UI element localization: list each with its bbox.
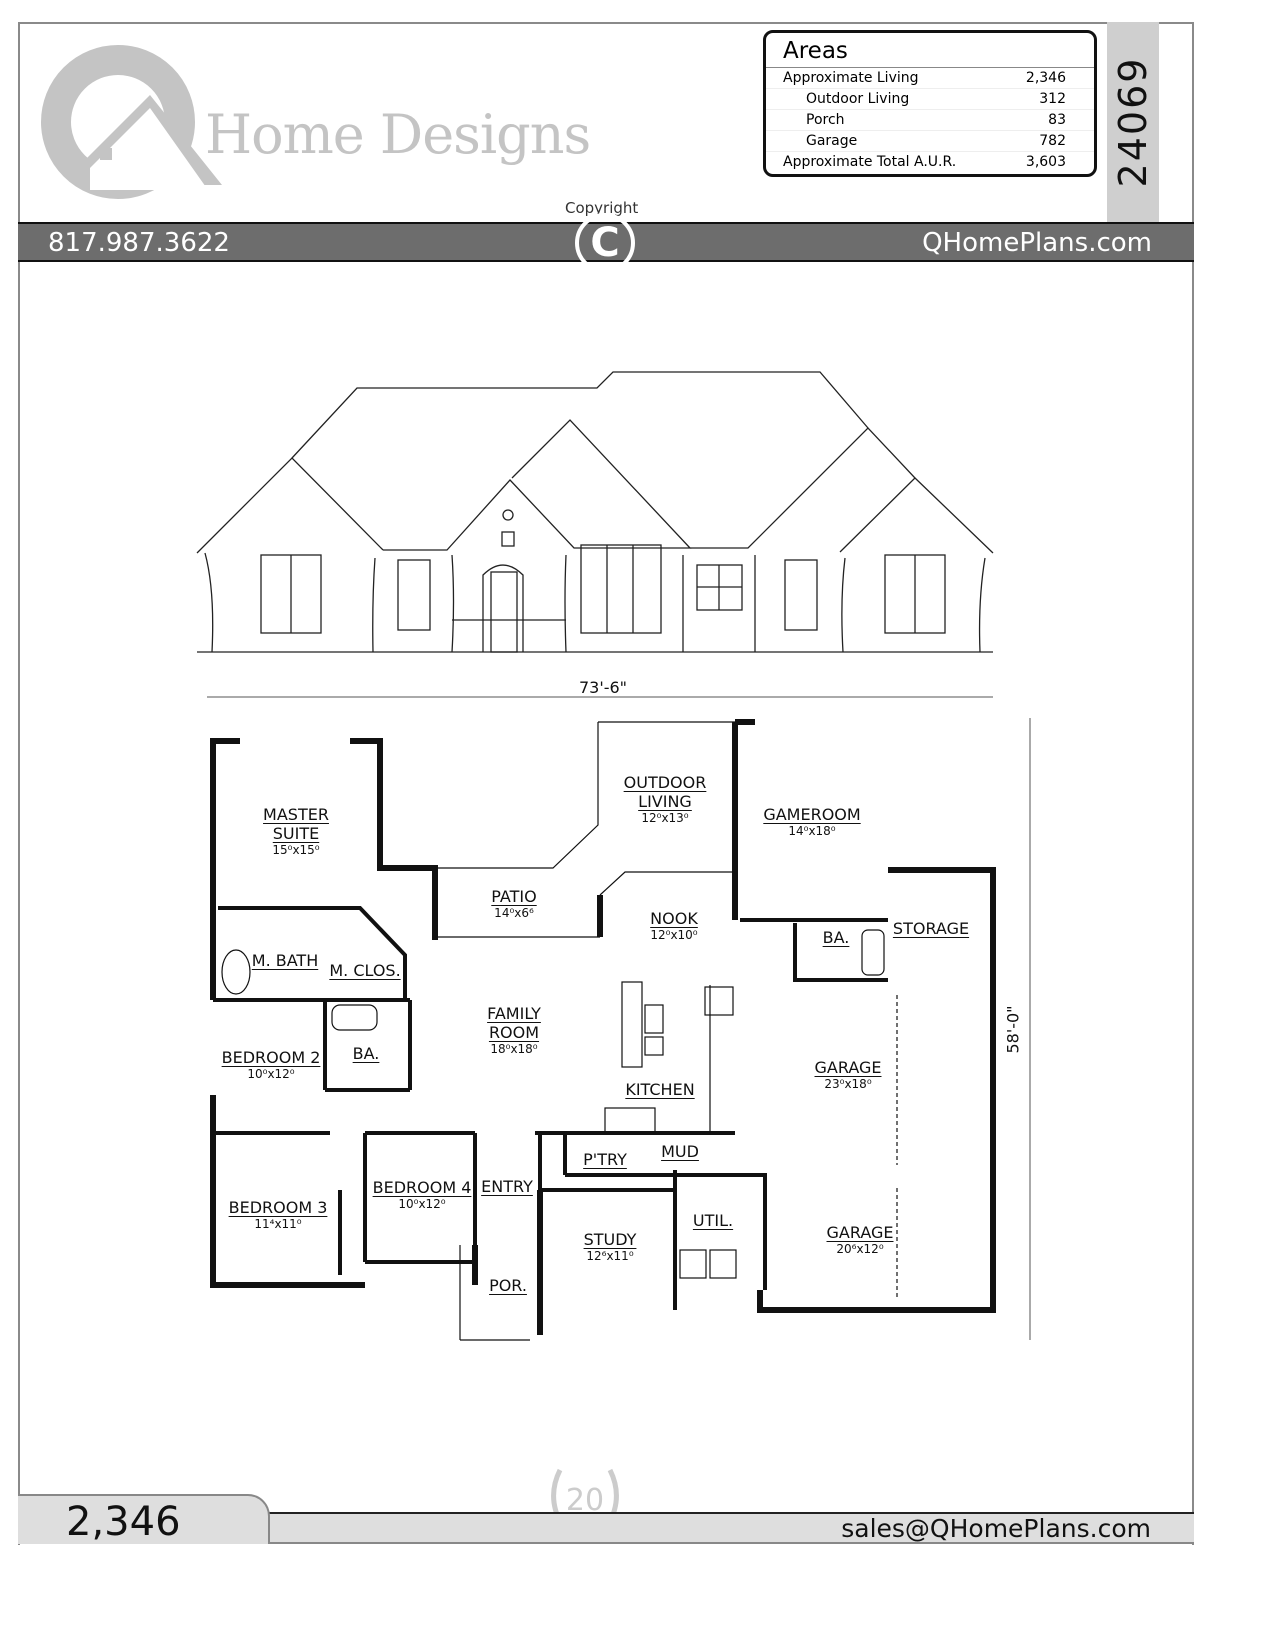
sink xyxy=(644,1004,664,1034)
exterior-walls xyxy=(210,719,996,1335)
room-name: BEDROOM 3 xyxy=(228,1198,328,1217)
room-name: OUTDOOR LIVING xyxy=(623,773,707,811)
room-name: NOOK xyxy=(650,909,698,928)
plan-number-strip: 24069 xyxy=(1107,22,1159,222)
room-name: POR. xyxy=(489,1276,527,1295)
room-size: 15⁰x15⁰ xyxy=(272,843,320,857)
room-label: KITCHEN xyxy=(625,1080,694,1099)
room-label: STORAGE xyxy=(893,919,969,938)
washer xyxy=(679,1249,707,1279)
room-size: 23⁰x18⁰ xyxy=(824,1077,872,1091)
room-name: MASTER SUITE xyxy=(263,805,329,843)
bathtub xyxy=(861,929,885,976)
room-label: BA. xyxy=(823,928,850,947)
room-label: UTIL. xyxy=(693,1211,733,1230)
fridge xyxy=(704,986,734,1016)
page-frame xyxy=(18,22,1194,1545)
areas-title: Areas xyxy=(766,33,1094,68)
room-size: 12⁰x10⁰ xyxy=(650,928,698,942)
room-label: BA. xyxy=(353,1044,380,1063)
dryer xyxy=(709,1249,737,1279)
q-logo-icon xyxy=(41,45,222,199)
room-label: P'TRY xyxy=(583,1150,627,1169)
room-size: 18⁰x18⁰ xyxy=(490,1042,538,1056)
room-size: 10⁰x12⁰ xyxy=(247,1067,295,1081)
room-name: BEDROOM 4 xyxy=(372,1178,472,1197)
depth-dimension: 58'-0" xyxy=(1003,1005,1023,1054)
room-label: ENTRY xyxy=(481,1177,533,1196)
room-label: M. CLOS. xyxy=(329,961,400,980)
room-name: GARAGE xyxy=(826,1223,894,1242)
thin-lines xyxy=(221,721,898,1341)
room-name: P'TRY xyxy=(583,1150,627,1169)
room-name: MUD xyxy=(661,1142,699,1161)
living-sqft: 2,346 xyxy=(18,1494,270,1545)
room-size: 14⁰x18⁰ xyxy=(788,824,836,838)
website-link[interactable]: QHomePlans.com xyxy=(922,228,1152,258)
front-elevation xyxy=(196,371,994,653)
room-size: 11⁴x11⁰ xyxy=(254,1217,302,1231)
kitchen-counter xyxy=(604,1107,656,1134)
room-name: M. CLOS. xyxy=(329,961,401,980)
room-name: KITCHEN xyxy=(625,1080,695,1099)
room-label: M. BATH xyxy=(252,951,318,970)
brand-name: Home Designs xyxy=(205,103,591,166)
room-size: 14⁰x6⁶ xyxy=(494,906,534,920)
width-dimension: 73'-6" xyxy=(578,678,628,697)
room-size: 20⁶x12⁰ xyxy=(836,1242,884,1256)
room-name: ENTRY xyxy=(481,1177,533,1196)
room-name: BA. xyxy=(352,1044,380,1063)
room-size: 12⁰x13⁰ xyxy=(641,811,689,825)
room-name: PATIO xyxy=(491,887,537,906)
area-row: Approximate Total A.U.R.3,603 xyxy=(783,154,1066,170)
room-label: POR. xyxy=(489,1276,527,1295)
floor-plan xyxy=(207,696,1031,1341)
email-link[interactable]: sales@QHomePlans.com xyxy=(841,1514,1151,1543)
room-size: 10⁰x12⁰ xyxy=(398,1197,446,1211)
room-name: FAMILY ROOM xyxy=(487,1004,541,1042)
tub xyxy=(221,949,251,995)
room-name: STORAGE xyxy=(892,919,970,938)
copyright-label: Copyright xyxy=(565,199,639,217)
room-name: GARAGE xyxy=(814,1058,882,1077)
phone-number: 817.987.3622 xyxy=(48,228,230,258)
room-name: BEDROOM 2 xyxy=(221,1048,321,1067)
kitchen-island xyxy=(621,981,643,1068)
copyright-icon: C xyxy=(571,213,639,273)
bathtub xyxy=(331,1004,378,1031)
room-label: MUD xyxy=(661,1142,699,1161)
room-name: GAMEROOM xyxy=(763,805,861,824)
room-name: UTIL. xyxy=(692,1211,734,1230)
room-name: BA. xyxy=(822,928,850,947)
room-name: M. BATH xyxy=(251,951,319,970)
room-name: STUDY xyxy=(583,1230,637,1249)
room-size: 12⁶x11⁰ xyxy=(586,1249,634,1263)
